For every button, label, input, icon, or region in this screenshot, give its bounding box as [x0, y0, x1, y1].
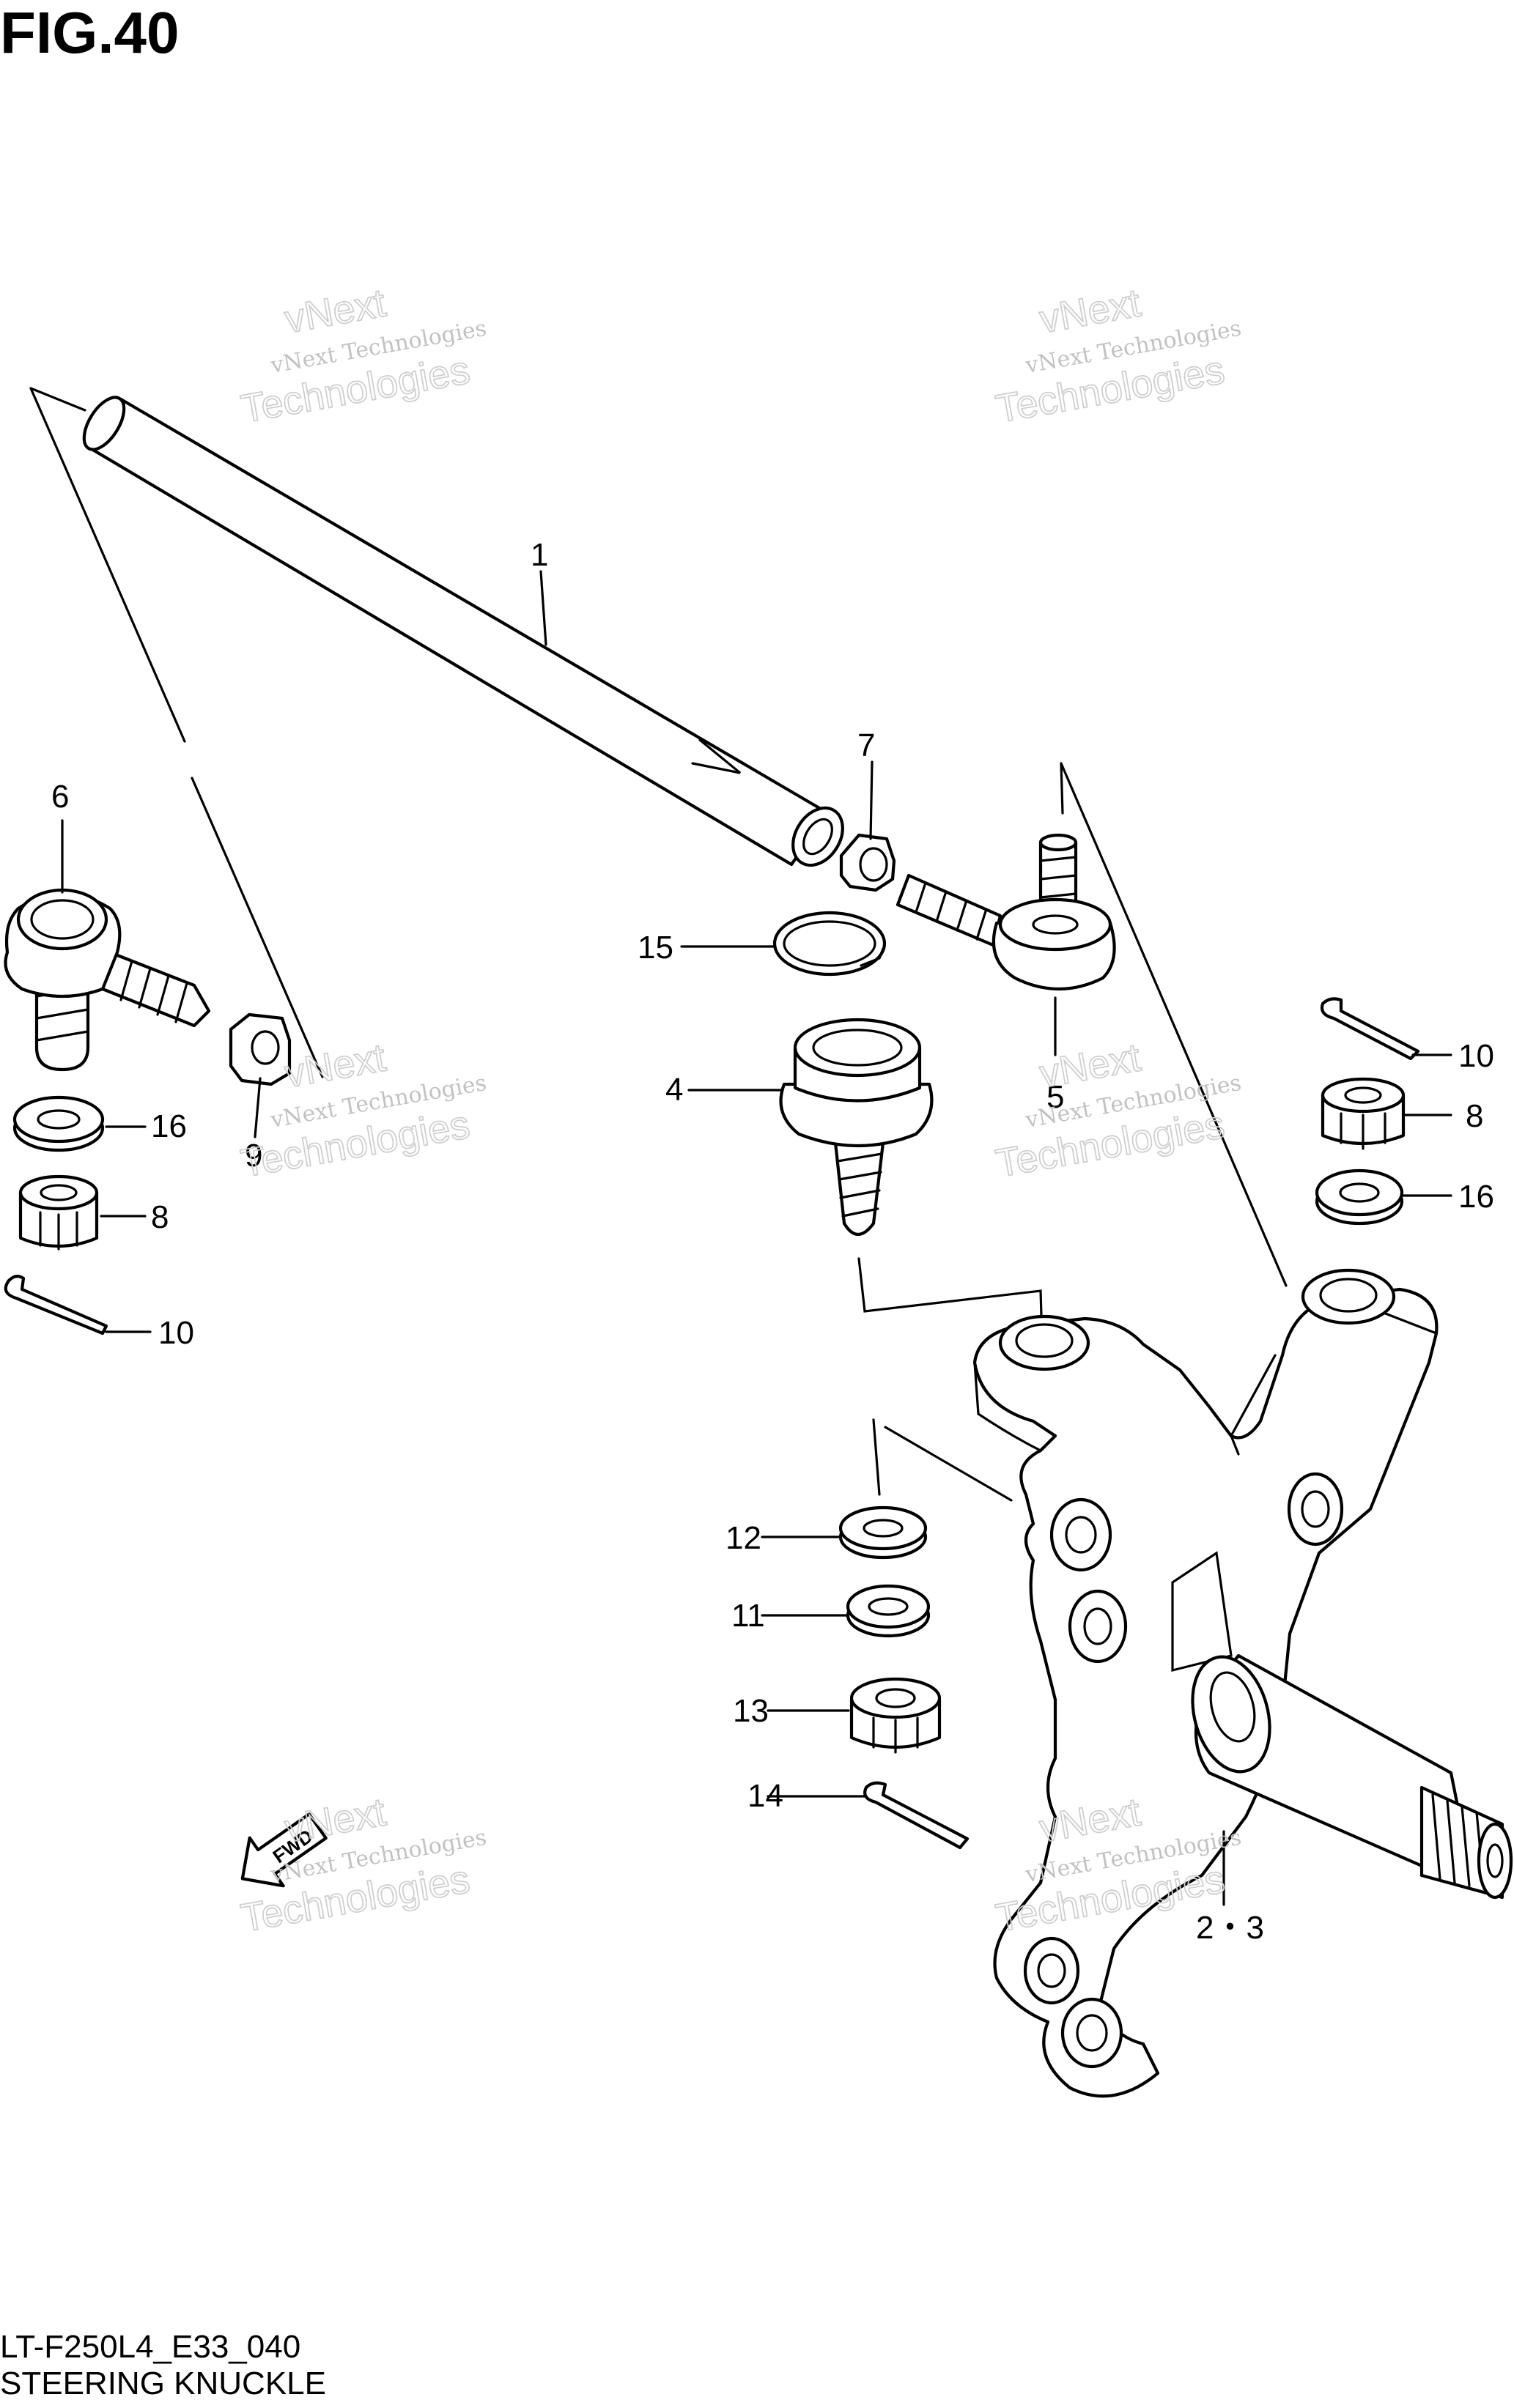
section-name: STEERING KNUCKLE — [0, 2366, 326, 2401]
cotter-pin-10-right — [1320, 997, 1420, 1061]
castle-nut-8-right — [1321, 1077, 1406, 1150]
callout-10-left: 10 — [158, 1315, 194, 1351]
left-assembly-bracket — [29, 387, 324, 1078]
svg-text:vNext: vNext — [281, 1035, 388, 1096]
steering-knuckle — [972, 1268, 1513, 2098]
callout-12: 12 — [725, 1520, 761, 1556]
callout-2-3: 2・3 — [1196, 1910, 1264, 1946]
washer-16-left — [12, 1095, 105, 1152]
circlip-15 — [772, 911, 887, 977]
callout-6: 6 — [51, 779, 69, 815]
svg-text:vNext: vNext — [1036, 1035, 1143, 1096]
tie-rod-end-left — [4, 888, 211, 1072]
callout-16-right: 16 — [1458, 1179, 1494, 1215]
callout-11: 11 — [731, 1598, 765, 1634]
cotter-pin-14 — [863, 1781, 970, 1850]
callout-labels: 1 7 6 15 4 5 10 8 16 16 8 10 9 12 11 13 … — [51, 537, 1494, 1946]
callout-1: 1 — [531, 537, 548, 573]
callout-4: 4 — [665, 1072, 683, 1108]
svg-text:vNext: vNext — [281, 1790, 388, 1851]
leader-lines — [61, 570, 1452, 1906]
tie-rod — [82, 396, 844, 867]
svg-text:vNext: vNext — [281, 281, 388, 341]
model-code: LT-F250L4_E33_040 — [0, 2329, 300, 2365]
tie-rod-end-right — [896, 833, 1116, 991]
callout-9: 9 — [245, 1138, 262, 1174]
lock-washer-11 — [846, 1584, 931, 1638]
callout-7: 7 — [857, 727, 875, 763]
callout-10-right: 10 — [1458, 1038, 1494, 1074]
callout-13: 13 — [733, 1693, 769, 1729]
castle-nut-8-left — [18, 1174, 99, 1251]
watermark-mid-right: vNext vNext Technologies Technologies — [992, 1035, 1244, 1187]
callout-8-left: 8 — [151, 1199, 169, 1235]
svg-text:vNext: vNext — [1036, 281, 1143, 341]
right-assembly-bracket — [1060, 762, 1288, 1287]
cotter-pin-10-left — [4, 1275, 108, 1335]
nut-9 — [229, 1012, 292, 1086]
nut-7 — [839, 833, 896, 892]
watermark-top-right: vNext vNext Technologies Technologies — [992, 281, 1244, 432]
callout-14: 14 — [747, 1778, 783, 1814]
castle-nut-13 — [849, 1677, 942, 1754]
callout-5: 5 — [1046, 1079, 1064, 1115]
callout-15: 15 — [638, 930, 673, 966]
callout-16-left: 16 — [151, 1108, 187, 1144]
figure-title: FIG.40 — [0, 0, 180, 65]
washer-16-right — [1315, 1168, 1404, 1226]
ball-joint-4 — [779, 1018, 934, 1237]
watermark-top-left: vNext vNext Technologies Technologies — [237, 281, 489, 432]
washer-12 — [838, 1505, 928, 1560]
callout-8-right: 8 — [1466, 1098, 1483, 1134]
